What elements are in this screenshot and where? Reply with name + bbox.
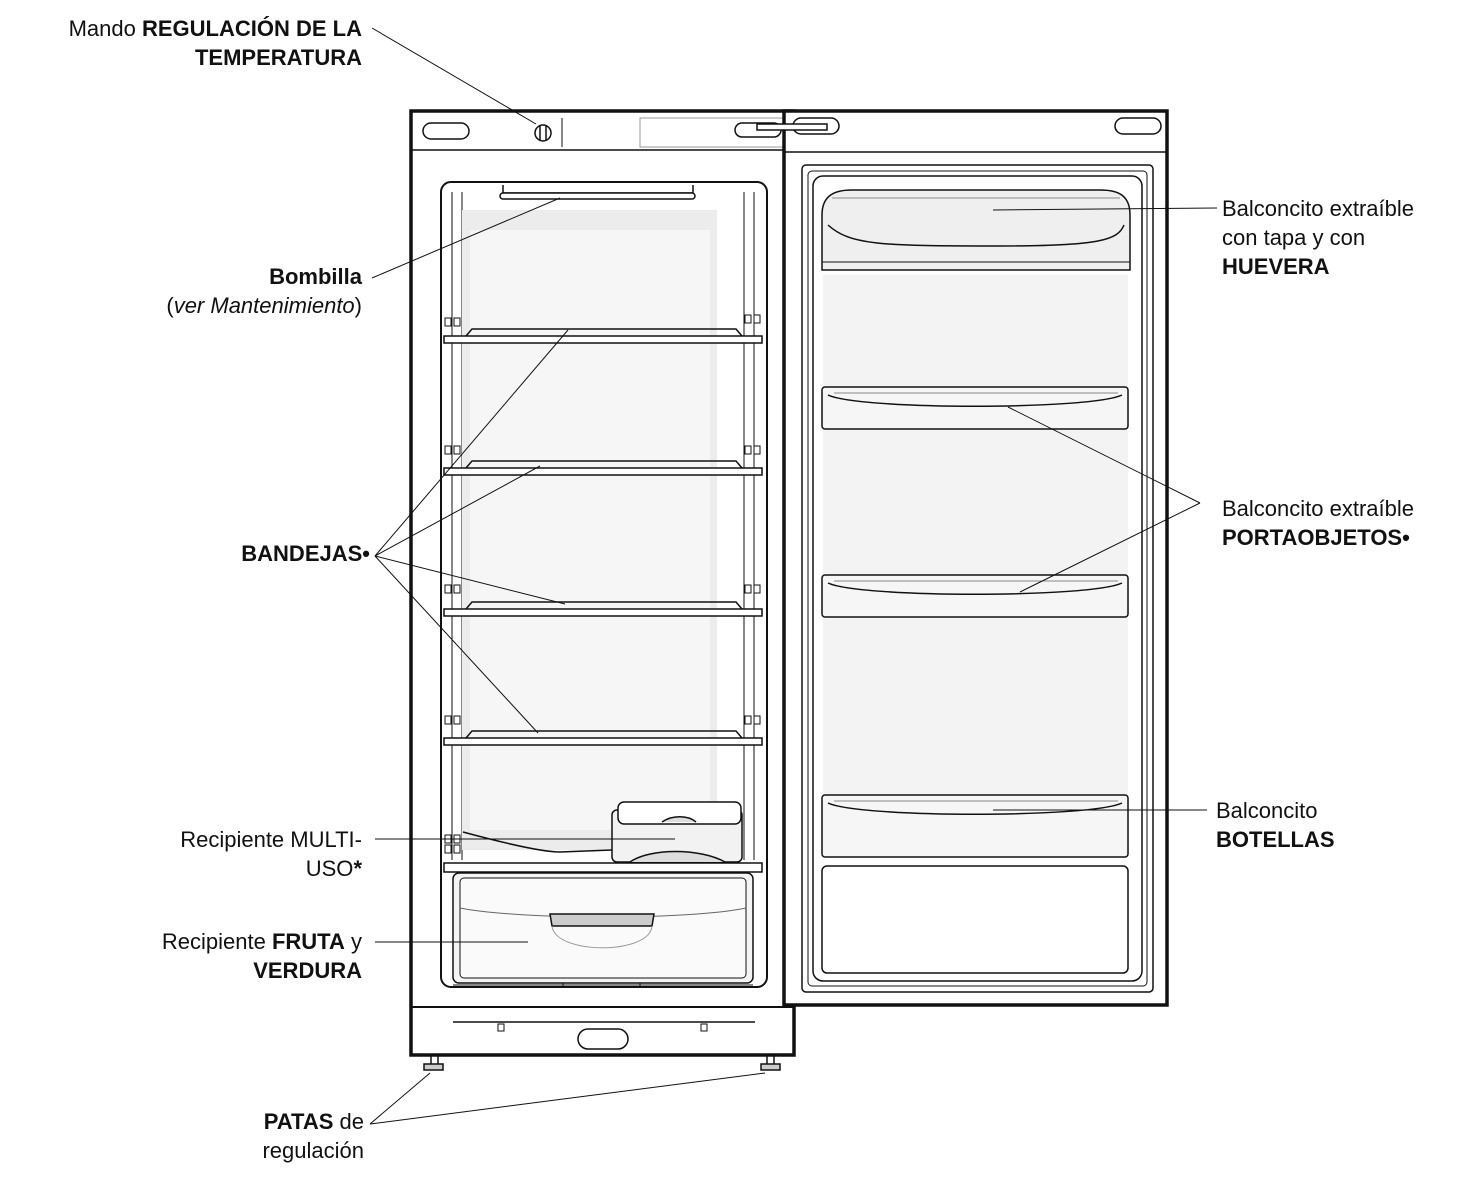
refrigerator-door xyxy=(756,109,1169,1007)
label-feet: PATAS de regulación xyxy=(262,1107,364,1165)
egg-line2: con tapa y con xyxy=(1222,225,1366,250)
temp-control-prefix: Mando xyxy=(68,16,142,41)
bottles-line1: Balconcito xyxy=(1216,798,1318,823)
egg-line1: Balconcito extraíble xyxy=(1222,196,1414,221)
objects-bold: PORTAOBJETOS• xyxy=(1222,525,1410,550)
temp-control-bold-2: TEMPERATURA xyxy=(194,45,362,70)
multi-line2: USO xyxy=(305,856,354,881)
bulb-title: Bombilla xyxy=(269,264,362,289)
label-temperature-control: Mando REGULACIÓN DE LA TEMPERATURA xyxy=(69,14,362,72)
label-shelves: BANDEJAS• xyxy=(241,539,370,568)
label-bottle-balcony: Balconcito BOTELLAS xyxy=(1216,796,1335,854)
fruit-bold-1: FRUTA xyxy=(271,929,345,954)
bottles-bold: BOTELLAS xyxy=(1216,827,1335,852)
label-object-balcony: Balconcito extraíble PORTAOBJETOS• xyxy=(1222,494,1414,552)
leader-lines xyxy=(369,27,1218,1125)
multi-star: * xyxy=(353,856,362,881)
feet-line2: regulación xyxy=(262,1138,364,1163)
bulb-close-paren: ) xyxy=(354,293,362,318)
refrigerator-cabinet xyxy=(409,109,796,1071)
bulb-note: ver Mantenimiento xyxy=(173,293,355,318)
bulb-open-paren: ( xyxy=(166,293,174,318)
label-bulb: Bombilla (ver Mantenimiento) xyxy=(166,262,362,320)
fruit-mid: y xyxy=(344,929,362,954)
objects-line1: Balconcito extraíble xyxy=(1222,496,1414,521)
label-multi-use: Recipiente MULTI- USO* xyxy=(180,825,362,883)
label-egg-balcony: Balconcito extraíble con tapa y con HUEV… xyxy=(1222,194,1414,281)
shelves-title: BANDEJAS• xyxy=(241,541,370,566)
fruit-prefix: Recipiente xyxy=(161,929,272,954)
temperature-knob xyxy=(534,124,552,142)
label-fruit-vegetable: Recipiente FRUTA y VERDURA xyxy=(162,927,362,985)
feet-rest: de xyxy=(333,1109,364,1134)
egg-bold: HUEVERA xyxy=(1222,254,1330,279)
fruit-bold-2: VERDURA xyxy=(253,958,362,983)
temp-control-bold-1: REGULACIÓN DE LA xyxy=(142,16,362,41)
multi-line1: MULTI- xyxy=(290,827,362,852)
feet-bold: PATAS xyxy=(263,1109,334,1134)
multi-prefix: Recipiente xyxy=(180,827,291,852)
